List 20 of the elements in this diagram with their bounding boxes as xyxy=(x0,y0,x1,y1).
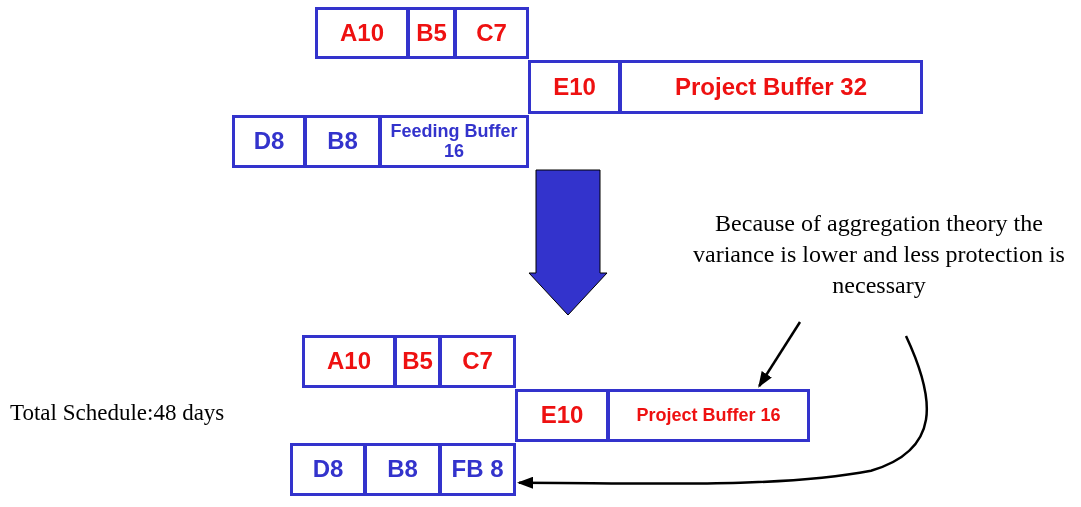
task-bar: D8 xyxy=(290,443,366,496)
task-bar: B8 xyxy=(364,443,441,496)
task-bar: B8 xyxy=(304,115,381,168)
task-bar: D8 xyxy=(232,115,306,168)
task-bar: E10 xyxy=(515,389,609,442)
task-bar: C7 xyxy=(439,335,516,388)
task-bar: B5 xyxy=(394,335,441,388)
buffer-bar: Project Buffer 32 xyxy=(619,60,923,114)
task-bar: B5 xyxy=(407,7,456,59)
task-bar: A10 xyxy=(302,335,396,388)
arrow xyxy=(758,321,802,388)
schedule-note: Total Schedule:48 days xyxy=(10,399,225,427)
buffer-bar: FB 8 xyxy=(439,443,516,496)
buffer-bar: Project Buffer 16 xyxy=(607,389,810,442)
task-bar: E10 xyxy=(528,60,621,114)
buffer-bar: Feeding Buffer 16 xyxy=(379,115,529,168)
annotation-text: Because of aggregation theory the variance is lower and less protection is necessary xyxy=(678,208,1080,302)
arrow xyxy=(517,335,928,489)
task-bar: C7 xyxy=(454,7,529,59)
task-bar: A10 xyxy=(315,7,409,59)
